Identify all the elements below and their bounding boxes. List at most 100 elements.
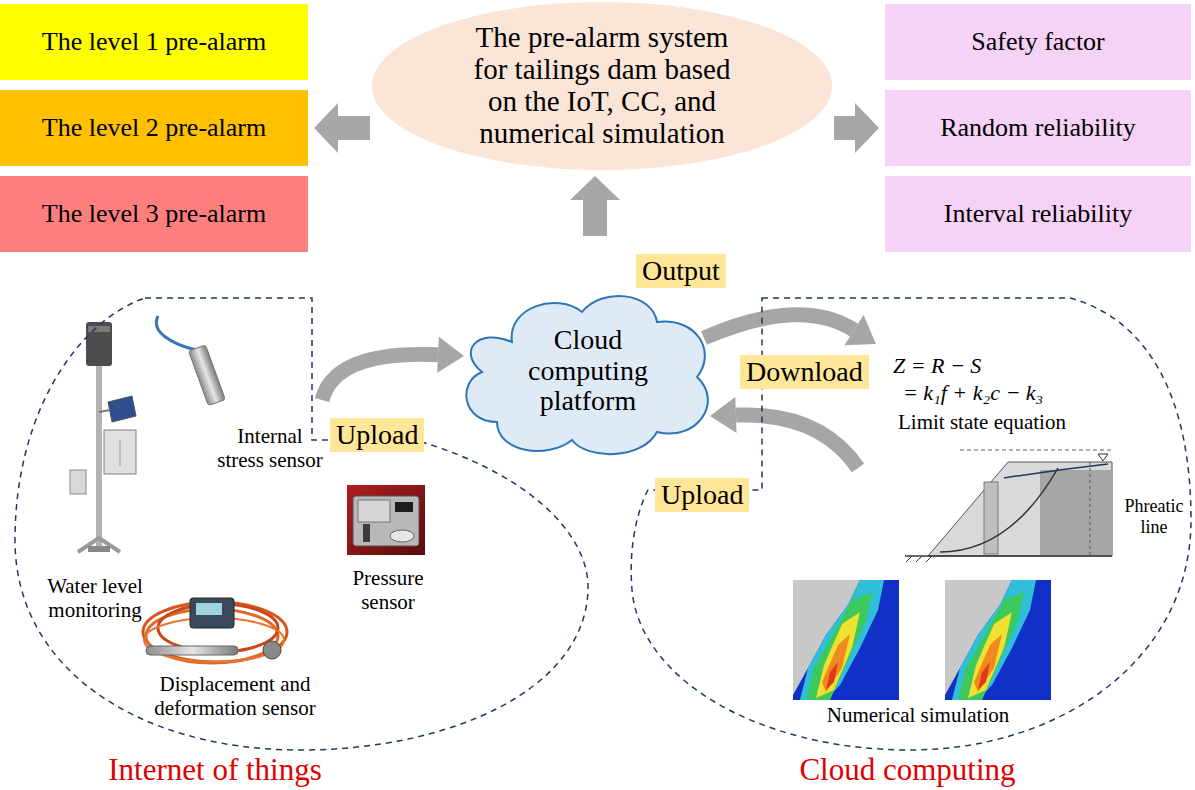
- edge-label: Download: [740, 355, 869, 389]
- diagram-label: Water level monitoring: [40, 574, 150, 622]
- simulation-contour: [793, 580, 899, 700]
- alarm-level-box: The level 1 pre-alarm: [0, 4, 308, 80]
- edge-label: Output: [636, 254, 726, 288]
- connector: [704, 315, 876, 345]
- simulation-contour-part: [826, 662, 838, 690]
- slope-section-figure-part: [960, 450, 1112, 451]
- diagram-label: Internal stress sensor: [212, 424, 328, 472]
- displacement-sensor-icon-part: [263, 641, 281, 659]
- label-box: Internal stress sensor: [212, 424, 328, 472]
- stress-sensor-icon-part: [189, 345, 226, 406]
- water-level-station-icon-part: [108, 396, 136, 422]
- node-label: The pre-alarm system for tailings dam ba…: [467, 22, 737, 150]
- alarm-level-box: The level 2 pre-alarm: [0, 90, 308, 166]
- diagram-label: Displacement and deformation sensor: [135, 672, 335, 720]
- node-label: Random reliability: [940, 114, 1136, 143]
- connector: [314, 103, 370, 153]
- slope-section-figure-part: [1004, 464, 1108, 478]
- curved-shaft: [736, 415, 858, 468]
- slope-section-figure-part: [1098, 454, 1108, 461]
- pressure-sensor-photo-part: [363, 524, 370, 542]
- label-box: Z = R − S: [893, 353, 1083, 378]
- pressure-sensor-photo-part: [353, 496, 419, 546]
- displacement-sensor-icon-part: [190, 598, 234, 628]
- cloud-shape: [466, 296, 708, 454]
- arrow-head: [710, 397, 737, 433]
- block-arrow: [570, 176, 620, 236]
- diagram-label: Phreatic line: [1122, 496, 1186, 537]
- region-title: Internet of things: [70, 754, 360, 787]
- slope-section-figure-part: [984, 482, 998, 554]
- region-title-holder: Internet of things: [70, 754, 360, 787]
- dashed-outline: [15, 298, 588, 750]
- stress-sensor-icon: [156, 316, 225, 406]
- label-box: Pressure sensor: [343, 566, 433, 614]
- simulation-contour-part: [793, 580, 899, 700]
- diagram-label: Limit state equation: [898, 410, 1088, 434]
- result-box: Safety factor: [885, 4, 1191, 80]
- slope-section-figure-part: [905, 555, 1112, 557]
- node-label: The level 3 pre-alarm: [42, 200, 267, 229]
- diagram-label: Pressure sensor: [343, 566, 433, 614]
- water-level-station-icon-part: [70, 470, 86, 494]
- label-box: Water level monitoring: [40, 574, 150, 622]
- ellipse-shape: [372, 2, 832, 170]
- slope-section-figure-part: [906, 556, 932, 562]
- result-box: Interval reliability: [885, 176, 1191, 252]
- label-box: Displacement and deformation sensor: [135, 672, 335, 720]
- water-level-station-icon-part: [104, 430, 136, 474]
- curved-shaft: [704, 315, 854, 338]
- node-label: Cloud computing platform: [513, 325, 663, 417]
- block-arrow: [834, 103, 879, 153]
- displacement-sensor-icon-part: [143, 602, 287, 662]
- displacement-sensor-icon: [143, 598, 287, 663]
- edge-label: Upload: [655, 478, 749, 512]
- simulation-contour-part: [816, 612, 860, 698]
- water-level-station-icon-part: [88, 326, 110, 332]
- diagram-label: Z = R − S: [893, 353, 1083, 378]
- stress-sensor-icon-part: [156, 316, 196, 350]
- simulation-contour-part: [806, 592, 872, 700]
- label-box: Limit state equation: [898, 410, 1088, 434]
- diagram-label: Numerical simulation: [818, 703, 1018, 727]
- simulation-contour: [945, 580, 1051, 700]
- pressure-sensor-photo-part: [347, 485, 425, 555]
- connector: [570, 176, 620, 236]
- slope-section-figure-part: [1040, 470, 1112, 556]
- block-arrow: [314, 103, 370, 153]
- alarm-level-box: The level 3 pre-alarm: [0, 176, 308, 252]
- edge-label-text: Output: [636, 254, 726, 288]
- slope-section-figure: [905, 450, 1112, 562]
- water-level-station-icon-part: [96, 366, 102, 548]
- slope-section-figure-part: [928, 462, 1112, 556]
- water-level-station-icon-part: [86, 322, 112, 366]
- water-level-station-icon-part: [88, 546, 110, 552]
- water-level-station-icon-part: [78, 538, 120, 552]
- slope-section-figure-part: [1090, 462, 1091, 556]
- water-level-station-icon-part: [99, 410, 110, 412]
- arrow-head: [437, 337, 464, 373]
- pressure-sensor-photo-part: [395, 502, 413, 512]
- curved-shaft: [322, 354, 438, 400]
- region-title: Cloud computing: [775, 754, 1040, 787]
- connector: [322, 337, 464, 400]
- label-box: Numerical simulation: [818, 703, 1018, 727]
- node-label: The level 1 pre-alarm: [42, 28, 267, 57]
- connector: [710, 397, 858, 468]
- diagram-label: = k₁f + k₂c − k₃: [903, 380, 1093, 405]
- slope-section-figure-part: [940, 468, 1058, 552]
- cloud-platform: Cloud computing platform: [452, 282, 724, 460]
- edge-label: Upload: [330, 418, 424, 452]
- system-ellipse: The pre-alarm system for tailings dam ba…: [372, 2, 832, 170]
- water-level-station-icon-part: [120, 440, 121, 466]
- displacement-sensor-icon-part: [146, 646, 238, 655]
- edge-label-text: Download: [740, 355, 869, 389]
- label-box: = k₁f + k₂c − k₃: [903, 380, 1093, 405]
- water-level-station-icon: [70, 322, 136, 552]
- pressure-sensor-photo: [347, 485, 425, 555]
- node-label: Safety factor: [971, 28, 1105, 57]
- edge-label-text: Upload: [655, 478, 749, 512]
- simulation-contour-part: [822, 634, 850, 692]
- edge-label-text: Upload: [330, 418, 424, 452]
